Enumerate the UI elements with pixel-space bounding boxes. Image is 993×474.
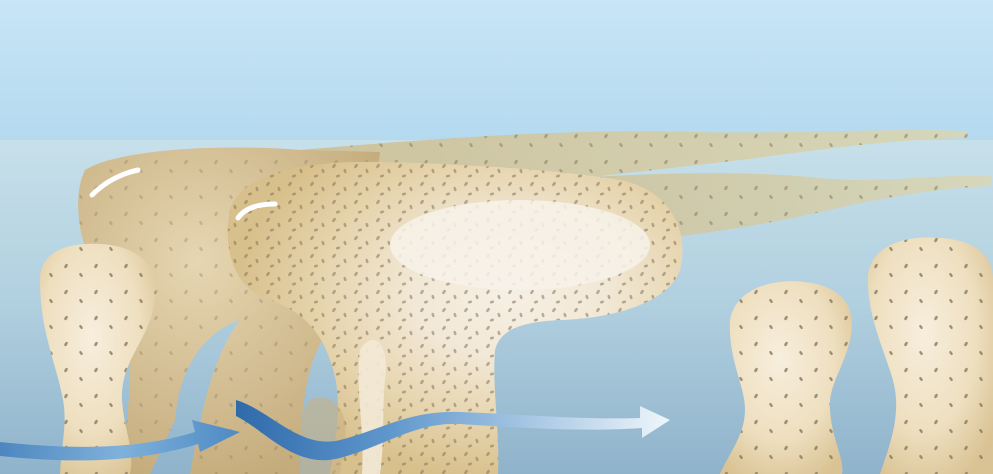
right-pillar-1-grains: [720, 281, 852, 474]
main-mound-glow: [390, 200, 650, 290]
main-mound-shadow: [300, 397, 346, 474]
sky: [0, 0, 993, 145]
main-mound-drip: [359, 340, 386, 474]
